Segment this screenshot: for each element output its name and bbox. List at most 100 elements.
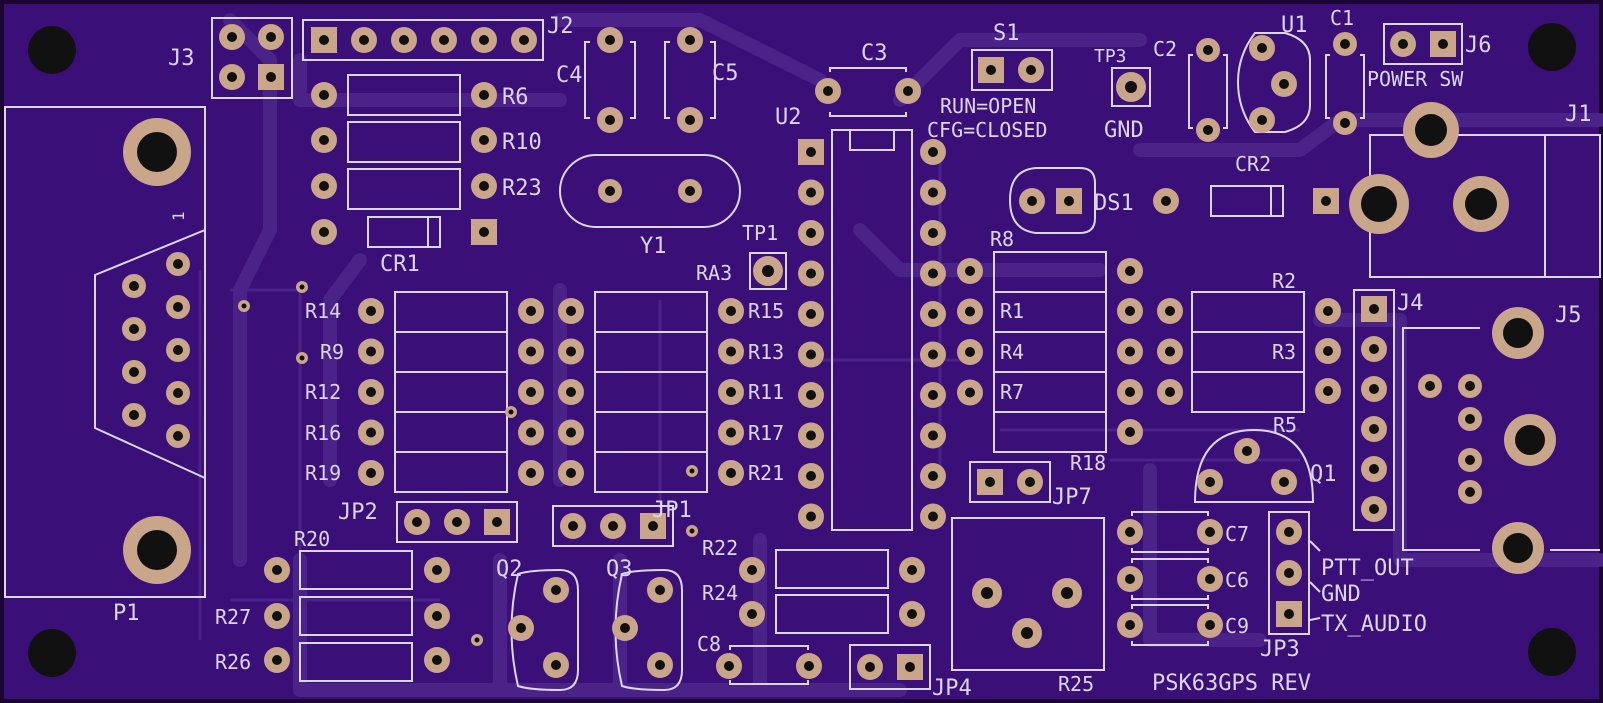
cap-outline xyxy=(1131,511,1209,553)
drill-hole xyxy=(928,187,938,198)
c9-label: C9 xyxy=(1225,614,1249,638)
r9-label: R9 xyxy=(320,340,344,364)
drill-hole xyxy=(1125,427,1135,437)
jp4-jumper: JP4 xyxy=(849,644,972,701)
j6-label: J6 xyxy=(1465,33,1492,58)
drill-hole xyxy=(806,349,816,360)
drill-hole xyxy=(566,387,576,397)
jp4-label: JP4 xyxy=(932,676,972,701)
s1-cfg-closed: CFG=CLOSED xyxy=(927,118,1047,142)
drill-hole xyxy=(1165,346,1175,357)
drill-hole xyxy=(566,468,576,478)
drill-hole xyxy=(965,266,975,276)
drill-hole xyxy=(1125,620,1135,630)
mounting-holes xyxy=(28,23,1576,677)
drill-hole xyxy=(726,468,736,478)
jp3-gnd-label: GND xyxy=(1321,582,1361,607)
r3-label: R3 xyxy=(1272,340,1296,364)
drill-hole xyxy=(928,349,938,360)
drill-hole xyxy=(526,427,536,438)
p1-db9-connector: P1 1 xyxy=(4,106,206,626)
j3-label: J3 xyxy=(168,46,195,71)
j2-header: J2 xyxy=(302,14,574,61)
drill-hole xyxy=(1125,387,1135,397)
drill-hole xyxy=(965,387,975,398)
c5-label: C5 xyxy=(712,61,739,86)
drill-hole xyxy=(806,187,816,198)
u1-label: U1 xyxy=(1281,13,1308,38)
cr2-label: CR2 xyxy=(1235,152,1271,176)
bottom-left-resistors: R20 R27 R26 xyxy=(215,527,450,682)
r12-label: R12 xyxy=(305,380,341,404)
resistor-block-top-left: R6 R10 R23 CR1 xyxy=(311,74,542,277)
board-name-label: PSK63GPS REV xyxy=(1152,671,1311,696)
drill-hole xyxy=(526,468,536,478)
drill-hole xyxy=(928,228,938,238)
drill-hole xyxy=(806,228,816,238)
jp3-ptt-out-label: PTT_OUT xyxy=(1321,556,1414,581)
r10-label: R10 xyxy=(502,130,542,155)
drill-hole xyxy=(366,346,376,357)
q2-label: Q2 xyxy=(496,557,523,582)
j4-header: J4 xyxy=(1353,289,1424,531)
tp1-testpoint: TP1 RA3 xyxy=(696,221,787,290)
drill-hole xyxy=(1205,620,1215,630)
tp3-gnd-label: GND xyxy=(1104,118,1144,143)
jp3-label: JP3 xyxy=(1260,637,1300,662)
c6-c7-c9-caps: C7 C6 C9 xyxy=(1117,511,1249,646)
drill-hole xyxy=(366,387,376,397)
j2-label: J2 xyxy=(547,14,574,39)
ds1-led-cr2-diode: DS1 CR2 xyxy=(1008,152,1339,234)
drill-hole xyxy=(806,471,816,481)
s1-run-open: RUN=OPEN xyxy=(940,94,1036,118)
cr1-label: CR1 xyxy=(380,252,420,277)
r4-label: R4 xyxy=(1000,340,1024,364)
jp2-label: JP2 xyxy=(338,500,378,525)
drill-hole xyxy=(1205,527,1215,537)
drill-hole xyxy=(1125,527,1135,537)
c8-label: C8 xyxy=(697,632,721,656)
s1-switch: S1 RUN=OPEN CFG=CLOSED xyxy=(927,21,1053,142)
u2-label: U2 xyxy=(775,105,802,130)
r6-label: R6 xyxy=(502,85,529,110)
q1-label: Q1 xyxy=(1310,462,1337,487)
ra3-label: RA3 xyxy=(696,261,732,285)
drill-hole xyxy=(526,387,536,397)
drill-hole xyxy=(566,346,576,357)
r2-label: R2 xyxy=(1272,269,1296,293)
drill-hole xyxy=(526,346,536,357)
jp3-tx-audio-label: TX_AUDIO xyxy=(1321,612,1427,637)
drill-hole xyxy=(928,390,938,400)
r25-potentiometer: R25 xyxy=(951,517,1105,696)
drill-hole xyxy=(806,511,816,522)
drill-hole xyxy=(1125,574,1135,584)
r14-label: R14 xyxy=(305,299,341,323)
drill-hole xyxy=(1125,306,1135,316)
y1-crystal: Y1 xyxy=(559,154,741,259)
tp3-label: TP3 xyxy=(1094,46,1127,67)
drill-hole xyxy=(1125,266,1135,276)
drill-hole xyxy=(928,430,938,441)
c6-label: C6 xyxy=(1225,568,1249,592)
drill-hole xyxy=(1165,306,1175,316)
drill-hole xyxy=(726,387,736,397)
u2-ic: U2 xyxy=(775,105,946,531)
j6-power-switch-header: J6 POWER SW xyxy=(1367,23,1492,91)
drill-hole xyxy=(366,306,376,316)
drill-hole xyxy=(1125,346,1135,357)
drill-hole xyxy=(928,471,938,481)
r23-label: R23 xyxy=(502,176,542,201)
cap-outline xyxy=(1131,558,1209,600)
r21-label: R21 xyxy=(748,461,784,485)
drill-hole xyxy=(806,390,816,400)
r26-label: R26 xyxy=(215,650,251,674)
r8-label: R8 xyxy=(990,227,1014,251)
q2-q3-transistors: Q2 Q3 xyxy=(496,557,683,692)
drill-hole xyxy=(726,346,736,357)
j4-label: J4 xyxy=(1397,291,1424,316)
j1-label: J1 xyxy=(1565,102,1592,127)
drill-hole xyxy=(806,309,816,319)
resistor-array-left: R14 R9 R12 R16 R19 R15 R13 R11 R17 R21 xyxy=(305,291,784,493)
j1-power-jack: J1 xyxy=(1349,102,1601,278)
